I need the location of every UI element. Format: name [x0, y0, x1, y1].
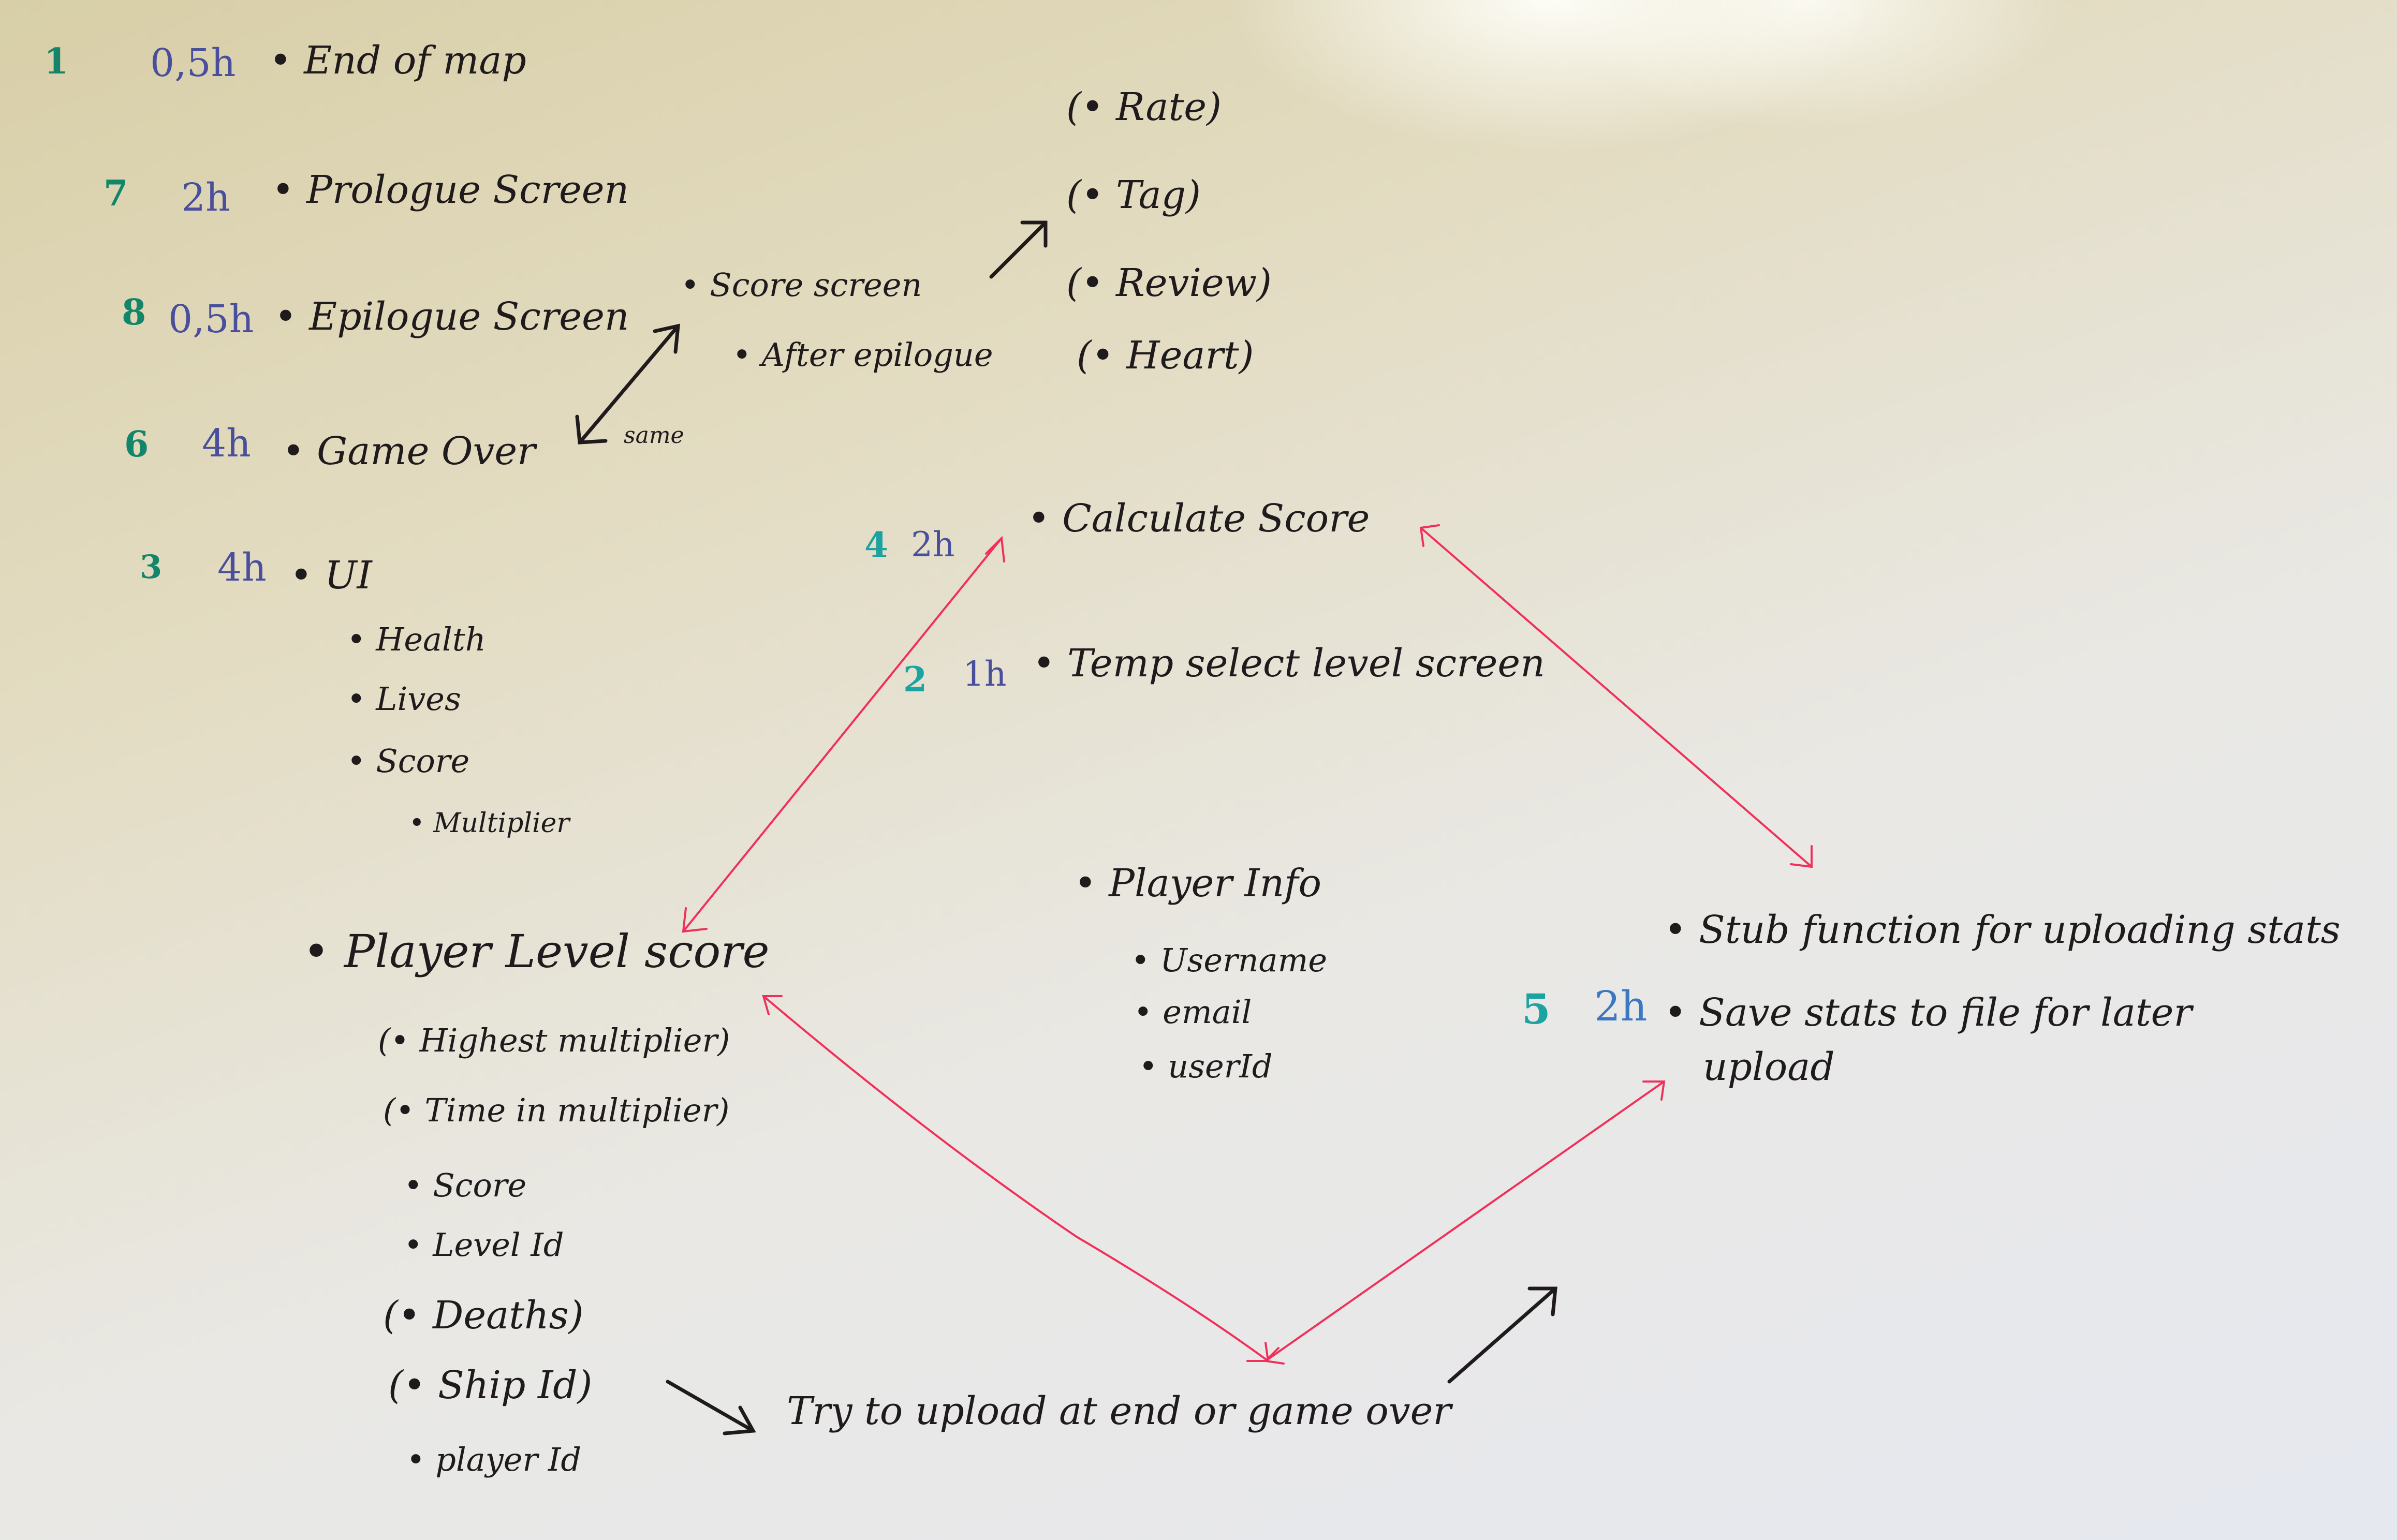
arrow-upload-to-save: [1263, 1080, 1666, 1365]
save-stats-line2: upload: [1703, 1045, 1835, 1089]
pls-ship-id: (• Ship Id): [388, 1363, 593, 1408]
player-info-username: • Username: [1131, 941, 1328, 979]
upload-note: Try to upload at end or game over: [787, 1389, 1451, 1433]
task-5-estimate: 2h: [1594, 982, 1648, 1030]
task-4-number: 4: [864, 525, 888, 565]
score-screen-label: • Score screen: [681, 266, 922, 304]
task-2-number: 2: [903, 659, 927, 700]
task-5-label: • Stub function for uploading stats: [1664, 908, 2341, 952]
task-2-estimate: 1h: [963, 654, 1007, 694]
same-label: same: [624, 422, 684, 449]
task-8-number: 8: [122, 292, 146, 333]
option-tag: (• Tag): [1066, 173, 1201, 217]
arrow-to-upload-note: [666, 1380, 756, 1435]
task-5-number: 5: [1522, 985, 1551, 1033]
task-6-estimate: 4h: [202, 421, 251, 466]
pls-deaths: (• Deaths): [383, 1293, 584, 1338]
task-3-label: • UI: [290, 553, 372, 598]
option-heart: (• Heart): [1077, 333, 1254, 378]
score-screen-sub: • After epilogue: [732, 336, 993, 374]
save-stats-line1: • Save stats to file for later: [1664, 990, 2192, 1035]
task-3-number: 3: [140, 548, 163, 586]
task-4-label: • Calculate Score: [1027, 496, 1370, 541]
player-info-userid: • userId: [1139, 1047, 1273, 1085]
ui-item-health: • Health: [347, 620, 486, 658]
player-info-label: • Player Info: [1074, 861, 1322, 906]
player-level-score-label: • Player Level score: [303, 925, 770, 978]
arrow-calc-to-player-score: [682, 536, 1005, 933]
task-8-label: • Epilogue Screen: [274, 294, 629, 339]
task-6-number: 6: [124, 424, 149, 465]
task-6-label: • Game Over: [282, 429, 536, 473]
task-7-estimate: 2h: [181, 175, 230, 220]
arrow-same-link: [575, 323, 680, 445]
pls-level-id: • Level Id: [404, 1226, 564, 1264]
task-3-estimate: 4h: [217, 545, 267, 590]
pls-time-in-multiplier: (• Time in multiplier): [383, 1091, 730, 1129]
task-8-estimate: 0,5h: [168, 297, 254, 342]
task-2-label: • Temp select level screen: [1033, 641, 1545, 686]
pls-player-id: • player Id: [406, 1441, 582, 1478]
task-7-label: • Prologue Screen: [272, 168, 629, 212]
task-1-estimate: 0,5h: [150, 41, 236, 85]
arrow-to-options: [989, 220, 1048, 279]
arrow-from-upload-note: [1447, 1286, 1557, 1384]
ui-item-multiplier: • Multiplier: [409, 808, 570, 839]
task-4-estimate: 2h: [911, 525, 955, 565]
task-1-number: 1: [44, 41, 69, 82]
pls-score: • Score: [404, 1166, 527, 1204]
task-1-label: • End of map: [269, 38, 526, 83]
arrow-calc-to-stub: [1419, 524, 1813, 868]
ui-item-lives: • Lives: [347, 680, 461, 718]
option-review: (• Review): [1066, 261, 1272, 305]
task-7-number: 7: [104, 173, 128, 214]
player-info-email: • email: [1134, 993, 1252, 1031]
option-rate: (• Rate): [1066, 85, 1222, 129]
ui-item-score: • Score: [347, 742, 470, 780]
pls-highest-multiplier: (• Highest multiplier): [378, 1021, 730, 1059]
